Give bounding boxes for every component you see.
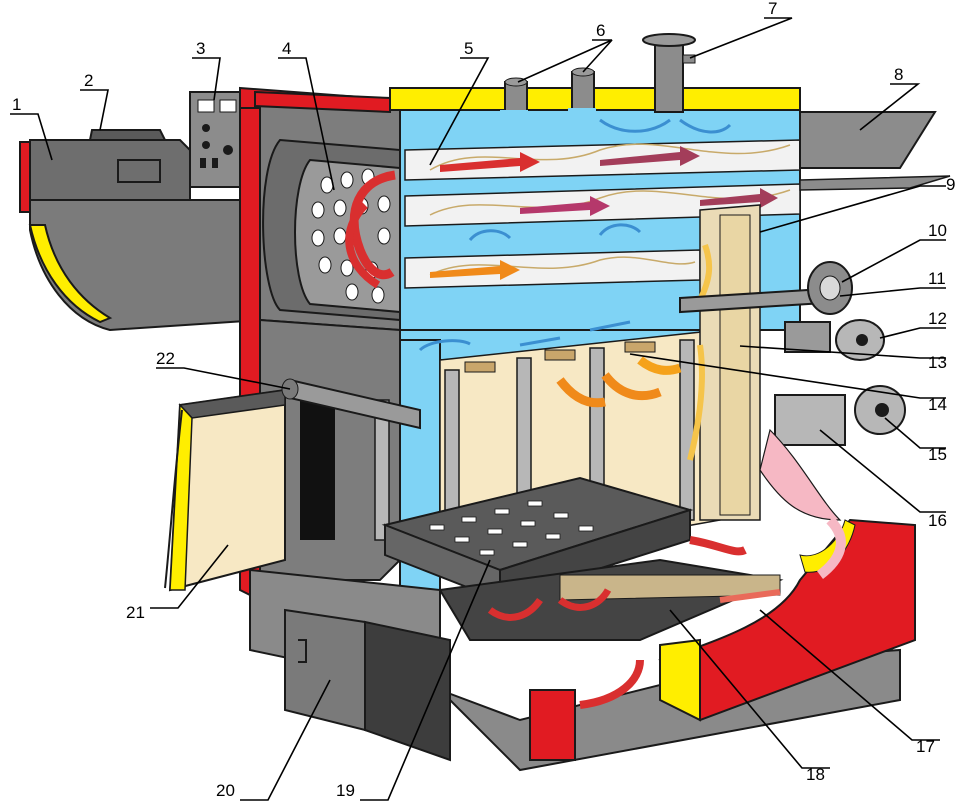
callout-labels: 1 2 3 4 5 6 7 8 9 10 11 12 13 14 15 16 1… xyxy=(12,0,955,800)
label-3: 3 xyxy=(196,39,205,58)
label-19: 19 xyxy=(336,781,355,800)
air-pipe-22 xyxy=(281,378,421,430)
label-16: 16 xyxy=(928,511,947,530)
label-18: 18 xyxy=(806,765,825,784)
label-20: 20 xyxy=(216,781,235,800)
fire-door xyxy=(164,388,286,592)
fan-12 xyxy=(784,319,885,361)
leader-lines xyxy=(10,17,946,801)
label-12: 12 xyxy=(928,309,947,328)
label-21: 21 xyxy=(126,603,145,622)
label-13: 13 xyxy=(928,353,947,372)
label-6: 6 xyxy=(596,21,605,40)
flue-gas-turn-arrows xyxy=(345,170,396,289)
air-channel xyxy=(759,428,846,579)
label-5: 5 xyxy=(464,39,473,58)
label-22: 22 xyxy=(156,349,175,368)
lower-chamber xyxy=(438,536,784,641)
label-17: 17 xyxy=(916,737,935,756)
flame-arrows xyxy=(556,244,713,461)
top-connections xyxy=(500,33,696,130)
fan-15 xyxy=(774,385,906,446)
label-7: 7 xyxy=(768,0,777,18)
label-4: 4 xyxy=(282,39,291,58)
label-8: 8 xyxy=(894,65,903,84)
label-10: 10 xyxy=(928,221,947,240)
label-9: 9 xyxy=(946,175,955,194)
label-15: 15 xyxy=(928,445,947,464)
control-panel xyxy=(189,91,249,188)
label-1: 1 xyxy=(12,95,21,114)
flue-outlet xyxy=(799,111,951,191)
label-11: 11 xyxy=(928,269,946,288)
label-2: 2 xyxy=(84,71,93,90)
flange-10 xyxy=(807,261,853,315)
water-flow-arrows xyxy=(418,118,732,352)
ash-drawer xyxy=(284,608,451,762)
secondary-air-slots xyxy=(464,341,656,373)
label-14: 14 xyxy=(928,395,947,414)
